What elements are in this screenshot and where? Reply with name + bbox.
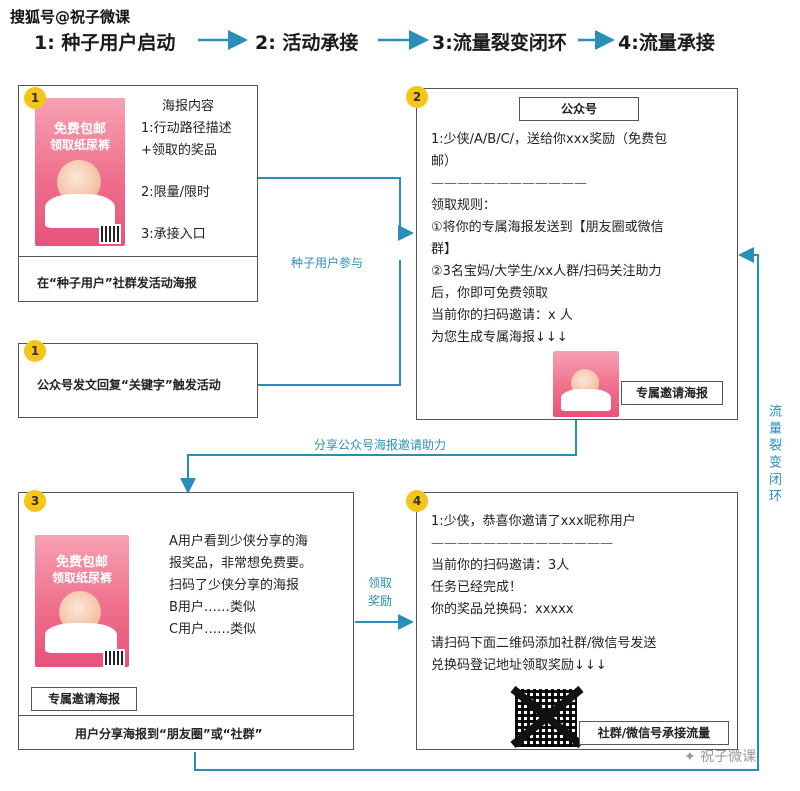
keyword-trigger-text: 公众号发文回复“关键字”触发活动: [37, 378, 221, 392]
poster-content-line: [141, 204, 232, 224]
reward-message: 1:少侠，恭喜你邀请了xxx昵称用户 —————————————— 当前你的扫码…: [431, 511, 656, 677]
stage-4-label: 4:流量承接: [618, 32, 715, 54]
watermark-bottom-text: 祝子微课: [700, 749, 757, 765]
watermark-top: 搜狐号@祝子微课: [10, 8, 131, 26]
step-badge-4: 4: [406, 490, 428, 512]
exclusive-poster-tag-3: 专属邀请海报: [31, 687, 137, 711]
label-reward-line: 领取: [368, 576, 393, 590]
stage-2-label: 2: 活动承接: [255, 32, 359, 54]
sharing-line: 报奖品，非常想免费要。: [169, 556, 313, 571]
label-share-poster: 分享公众号海报邀请助力: [314, 438, 447, 452]
label-traffic-loop: 流量裂变闭环: [766, 404, 781, 506]
message-line: ①将你的专属海报发送到【朋友圈或微信: [431, 220, 664, 235]
step-badge-2: 2: [406, 86, 428, 108]
watermark-bottom: ✦ 祝子微课: [684, 746, 756, 766]
reward-line: 当前你的扫码邀请：3人: [431, 558, 570, 573]
reward-line: 你的奖品兑换码：xxxxx: [431, 602, 574, 617]
poster-title-line2: 领取纸尿裤: [51, 571, 112, 585]
poster-content-heading: 海报内容: [162, 99, 215, 114]
card-poster-content: 免费包邮 领取纸尿裤 海报内容 1:行动路径描述 +领取的奖品 2:限量/限时 …: [18, 85, 258, 302]
official-account-header: 公众号: [519, 97, 639, 121]
exclusive-poster-thumb: [553, 351, 619, 417]
card1-footer: 在“种子用户”社群发活动海报: [37, 276, 197, 290]
label-seed-users: 种子用户参与: [291, 256, 364, 270]
reward-line: 请扫码下面二维码添加社群/微信号发送: [431, 636, 657, 651]
card-reward-handover: 1:少侠，恭喜你邀请了xxx昵称用户 —————————————— 当前你的扫码…: [416, 492, 738, 750]
card-official-account: 公众号 1:少侠/A/B/C/，送给你xxx奖励（免费包 邮） ————————…: [416, 88, 738, 420]
poster-content-line: 2:限量/限时: [141, 185, 211, 200]
official-account-message: 1:少侠/A/B/C/，送给你xxx奖励（免费包 邮） ————————————…: [431, 129, 667, 349]
wechat-icon: ✦: [684, 749, 696, 765]
card-user-sharing: 免费包邮 领取纸尿裤 A用户看到少侠分享的海 报奖品，非常想免费要。 扫码了少侠…: [18, 492, 354, 750]
message-line: 1:少侠/A/B/C/，送给你xxx奖励（免费包: [431, 132, 668, 147]
message-line: 群】: [431, 242, 458, 257]
poster-qr-icon: [103, 649, 125, 667]
user-sharing-text: A用户看到少侠分享的海 报奖品，非常想免费要。 扫码了少侠分享的海报 B用户………: [169, 531, 312, 641]
stage-3-label: 3:流量裂变闭环: [432, 32, 567, 54]
poster-title-line1: 免费包邮: [53, 122, 106, 137]
message-line: ②3名宝妈/大学生/xx人群/扫码关注助力: [431, 264, 662, 279]
poster-content-line: +领取的奖品: [141, 143, 217, 158]
sharing-line: 扫码了少侠分享的海报: [169, 578, 300, 593]
reward-line: ——————————————: [431, 536, 613, 551]
card3-footer: 用户分享海报到“朋友圈”或“社群”: [75, 727, 263, 741]
sharing-line: B用户……类似: [169, 600, 256, 615]
step-badge-1b: 1: [24, 340, 46, 362]
shared-poster-image: 免费包邮 领取纸尿裤: [35, 535, 129, 667]
message-line: 邮）: [431, 154, 458, 169]
poster-title-line1: 免费包邮: [55, 555, 108, 570]
poster-content-line: 1:行动路径描述: [141, 121, 232, 136]
step-badge-3: 3: [24, 490, 46, 512]
poster-qr-icon: [99, 224, 121, 244]
reward-line: 任务已经完成！: [431, 580, 523, 595]
message-line: 当前你的扫码邀请：x 人: [431, 308, 573, 323]
poster-content-list: 1:行动路径描述 +领取的奖品 2:限量/限时 3:承接入口: [141, 118, 232, 246]
card-keyword-trigger: 公众号发文回复“关键字”触发活动: [18, 343, 258, 418]
reward-line: [431, 621, 656, 633]
campaign-poster-image: 免费包邮 领取纸尿裤: [35, 98, 125, 246]
community-handover-tag: 社群/微信号承接流量: [579, 721, 729, 745]
step-badge-1: 1: [24, 87, 46, 109]
message-line: ————————————: [431, 176, 587, 191]
poster-title-line2: 领取纸尿裤: [49, 138, 110, 152]
reward-line: 1:少侠，恭喜你邀请了xxx昵称用户: [431, 514, 636, 529]
reward-line: 兑换码登记地址领取奖励↓↓↓: [431, 658, 607, 673]
sharing-line: A用户看到少侠分享的海: [169, 534, 308, 549]
message-line: 为您生成专属海报↓↓↓: [431, 330, 568, 345]
stage-1-label: 1: 种子用户启动: [34, 32, 176, 54]
sharing-line: C用户……类似: [169, 622, 257, 637]
poster-content-line: [141, 162, 232, 182]
message-line: 后，你即可免费领取: [431, 286, 549, 301]
exclusive-poster-tag: 专属邀请海报: [621, 381, 723, 405]
crossed-out-icon: [510, 685, 584, 749]
label-reward-line: 奖励: [368, 594, 393, 608]
label-reward: 领取 奖励: [368, 574, 392, 610]
poster-content-line: 3:承接入口: [141, 227, 206, 242]
message-line: 领取规则：: [431, 198, 497, 213]
